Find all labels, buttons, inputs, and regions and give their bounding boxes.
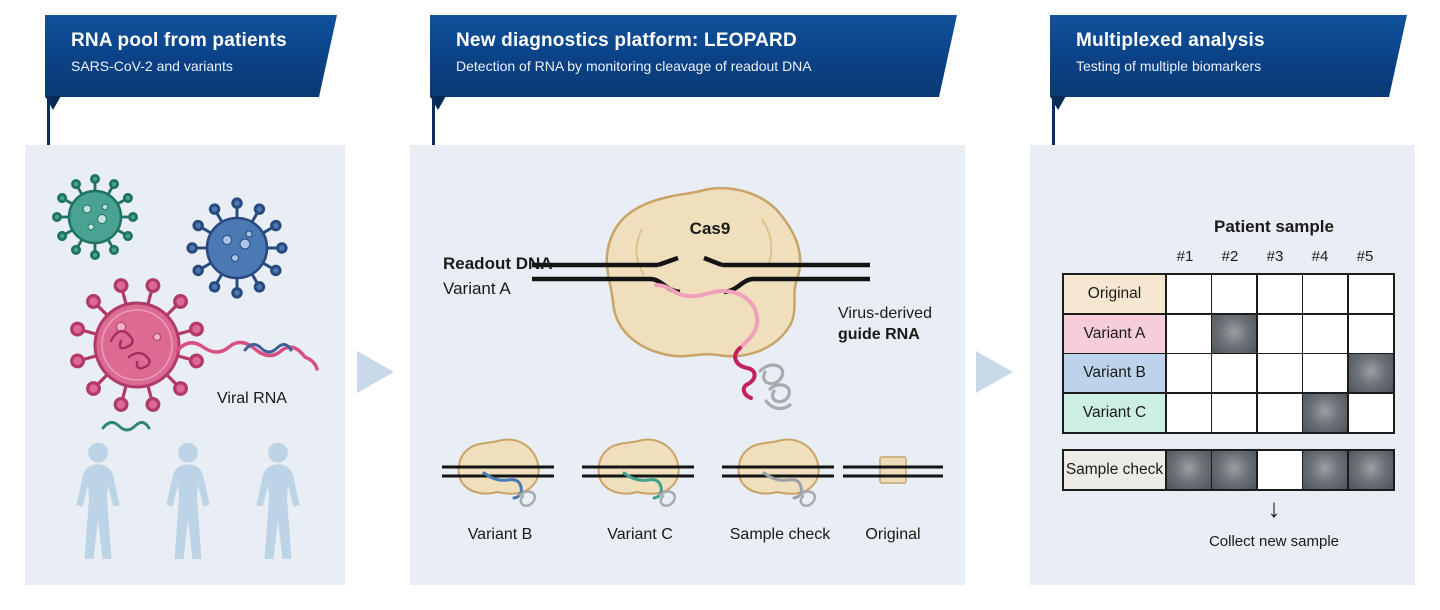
rna-squiggle-teal <box>101 421 151 432</box>
mini-cas9-variant-b <box>442 438 554 507</box>
panel-title: RNA pool from patients <box>71 30 287 51</box>
guide-rna-crimson <box>733 346 757 400</box>
panel-multiplexed-analysis: Multiplexed analysis Testing of multiple… <box>1030 0 1415 610</box>
mini-cas9-variant-c <box>582 438 694 507</box>
result-cell <box>1348 451 1393 489</box>
result-cell <box>1166 393 1211 432</box>
guide-rna-label-line2: guide RNA <box>838 326 920 343</box>
result-cell <box>1257 451 1302 489</box>
row-label: Variant A <box>1064 314 1165 353</box>
panel-title: New diagnostics platform: LEOPARD <box>456 30 797 51</box>
banner-pin-line <box>47 97 50 165</box>
guide-rna-label-line1: Virus-derived <box>838 305 932 322</box>
cas9-protein-blob <box>605 187 802 358</box>
result-cell <box>1257 275 1302 313</box>
result-cell <box>1212 354 1256 392</box>
mini-label-variant-b: Variant B <box>467 526 533 543</box>
row-label: Original <box>1064 275 1165 313</box>
row-label: Variant C <box>1064 393 1165 432</box>
mini-label-original: Original <box>865 526 921 543</box>
result-cell <box>1166 314 1211 353</box>
viral-rna-label: Viral RNA <box>217 390 287 407</box>
leopard-mechanism-illustration: Cas9 Readout DNA Variant A Virus-derived… <box>410 145 965 585</box>
cas9-mechanism-graphic <box>442 187 943 507</box>
panel-subtitle: SARS-CoV-2 and variants <box>71 58 233 74</box>
panel-subtitle: Testing of multiple biomarkers <box>1076 58 1262 74</box>
banner-pin-line <box>432 97 435 165</box>
guide-rna-label-block: Virus-derived guide RNA <box>838 303 932 345</box>
cas9-texture-lines <box>635 218 773 276</box>
virus-blue <box>188 199 286 297</box>
down-arrow-icon: ↓ <box>1267 493 1281 523</box>
viral-rna-tail <box>175 340 319 371</box>
variant-a-label: Variant A <box>443 279 511 298</box>
result-cell <box>1166 354 1211 392</box>
banner-leopard: New diagnostics platform: LEOPARD Detect… <box>430 15 957 97</box>
cas9-label: Cas9 <box>689 219 731 238</box>
result-cell <box>1212 314 1256 353</box>
banner-multiplexed: Multiplexed analysis Testing of multiple… <box>1050 15 1407 97</box>
mini-label-variant-c: Variant C <box>607 526 673 543</box>
column-header-5: #5 <box>1356 248 1374 265</box>
biomarker-results-table: Original Variant A Variant B Variant C <box>1062 273 1395 434</box>
result-cell <box>1303 314 1347 353</box>
result-cell <box>1348 275 1393 313</box>
panel-subtitle: Detection of RNA by monitoring cleavage … <box>456 58 812 74</box>
result-cell <box>1303 275 1347 313</box>
results-matrix: Patient sample #1 #2 #3 #4 #5 Original V… <box>1030 145 1415 585</box>
row-label: Sample check <box>1064 451 1165 489</box>
result-cell <box>1166 451 1211 489</box>
result-cell <box>1348 354 1393 392</box>
banner-rna-pool: RNA pool from patients SARS-CoV-2 and va… <box>45 15 337 97</box>
result-cell <box>1257 393 1302 432</box>
result-cell <box>1212 275 1256 313</box>
mini-cas9-sample-check <box>722 438 834 507</box>
result-cell <box>1348 393 1393 432</box>
result-cell <box>1257 314 1302 353</box>
column-header-2: #2 <box>1221 248 1239 265</box>
result-cell <box>1257 354 1302 392</box>
row-label: Variant B <box>1064 354 1165 392</box>
rna-pool-illustration: Viral RNA <box>25 145 345 585</box>
result-cell <box>1303 354 1347 392</box>
result-cell <box>1303 451 1347 489</box>
virus-pink <box>54 262 219 427</box>
mini-label-sample-check: Sample check <box>729 526 831 543</box>
result-cell <box>1212 451 1256 489</box>
guide-rna-scaffold <box>758 363 792 411</box>
collect-new-sample-label: Collect new sample <box>1208 533 1340 550</box>
banner-pin-line <box>1052 97 1055 165</box>
panel-title: Multiplexed analysis <box>1076 30 1265 51</box>
column-header-1: #1 <box>1176 248 1194 265</box>
patient-sample-title: Patient sample <box>1214 217 1334 236</box>
result-cell <box>1212 393 1256 432</box>
result-cell <box>1303 393 1347 432</box>
guide-rna-pink <box>654 283 760 350</box>
flow-right-arrow-icon <box>357 351 394 393</box>
flow-right-arrow-icon <box>976 351 1013 393</box>
column-header-3: #3 <box>1266 248 1284 265</box>
sample-check-row: Sample check <box>1062 449 1395 491</box>
rna-squiggle-blue <box>243 343 293 354</box>
mini-original-dna <box>843 456 943 484</box>
viral-rna-coil <box>109 329 151 370</box>
result-cell <box>1166 275 1211 313</box>
result-cell <box>1348 314 1393 353</box>
readout-dna-label-block: Readout DNA Variant A <box>443 251 553 301</box>
virus-teal <box>53 175 136 258</box>
column-header-4: #4 <box>1311 248 1329 265</box>
panel-leopard-platform: New diagnostics platform: LEOPARD Detect… <box>410 0 965 610</box>
readout-dna-label: Readout DNA <box>443 254 553 273</box>
panel-rna-pool: RNA pool from patients SARS-CoV-2 and va… <box>25 0 345 610</box>
viruses-and-patients-graphic <box>25 145 319 559</box>
patient-silhouettes <box>76 442 300 559</box>
